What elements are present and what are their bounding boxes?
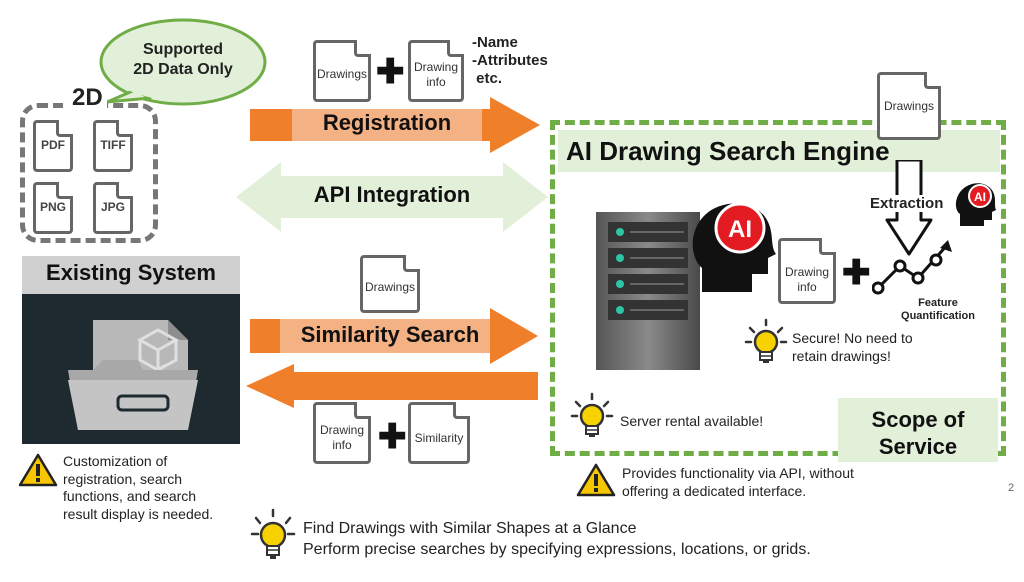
engine-title: AI Drawing Search Engine	[566, 136, 890, 166]
scope-line2: Service	[878, 434, 958, 459]
attributes-list: -Name -Attributes etc.	[472, 34, 548, 88]
png-file-icon: PNG	[33, 182, 73, 234]
lightbulb-icon	[744, 318, 788, 363]
ai-head-small-icon: AI	[955, 183, 996, 226]
existing-note-line2: registration, search	[63, 470, 183, 487]
existing-note-line1: Customization of	[63, 453, 168, 469]
existing-system-note: Customization of registration, search fu…	[63, 453, 213, 523]
api-note-line1: Provides functionality via API, without	[622, 465, 854, 481]
results-return-arrow	[246, 364, 538, 408]
drawing-info-line2: info	[426, 75, 446, 89]
existing-system-panel: Existing System	[22, 256, 240, 444]
feature-quantification-label: Feature Quantification	[890, 297, 986, 323]
attr-name: -Name	[472, 34, 518, 51]
bottom-summary: Find Drawings with Similar Shapes at a G…	[303, 518, 811, 560]
plus-icon: ✚	[842, 254, 871, 292]
registration-label: Registration	[322, 110, 452, 135]
pdf-file-icon: PDF	[33, 120, 73, 172]
lightbulb-icon	[570, 392, 614, 437]
speech-bubble-line1: Supported	[143, 41, 223, 58]
engine-drawing-info-line2: info	[797, 280, 817, 294]
plus-icon: ✚	[378, 418, 407, 456]
api-integration-label: API Integration	[313, 182, 471, 207]
feature-graph-icon	[872, 240, 952, 295]
engine-drawings-doc-icon: Drawings	[877, 72, 941, 140]
2d-title: 2D	[68, 84, 107, 112]
similarity-doc-label: Similarity	[414, 431, 464, 445]
api-integration-arrow	[236, 162, 548, 232]
drawings-doc-label: Drawings	[316, 67, 367, 81]
ai-head-icon: AI	[692, 202, 776, 292]
jpg-label: JPG	[100, 200, 125, 214]
result-drawing-info-line1: Drawing	[319, 423, 364, 437]
page-number: 2	[1008, 482, 1015, 494]
similarity-search-label: Similarity Search	[300, 322, 480, 347]
api-note: Provides functionality via API, without …	[622, 465, 854, 500]
server-icon	[596, 212, 700, 370]
extraction-label: Extraction	[868, 195, 946, 212]
existing-note-line4: result display is needed.	[63, 505, 214, 522]
drawing-info-line1: Drawing	[413, 60, 458, 74]
attr-attributes: -Attributes	[472, 52, 548, 69]
pdf-label: PDF	[41, 138, 65, 152]
png-label: PNG	[39, 200, 66, 214]
search-drawings-doc-icon: Drawings	[360, 255, 420, 313]
secure-line1: Secure! No need to	[792, 330, 913, 346]
scope-line1: Scope of	[871, 407, 965, 432]
existing-system-title: Existing System	[46, 260, 216, 285]
engine-drawings-label: Drawings	[883, 99, 934, 113]
registration-arrow	[250, 97, 540, 153]
result-drawing-info-line2: info	[332, 438, 352, 452]
tiff-label: TIFF	[100, 138, 126, 152]
lightbulb-icon	[250, 508, 296, 559]
speech-bubble	[99, 18, 267, 106]
similarity-search-arrow	[250, 308, 538, 364]
bottom-line2: Perform precise searches by specifying e…	[303, 541, 811, 558]
tiff-file-icon: TIFF	[93, 120, 133, 172]
server-rental-note: Server rental available!	[620, 413, 764, 429]
attr-etc: etc.	[472, 70, 503, 87]
warning-icon	[576, 463, 616, 497]
ai-small-badge-text: AI	[974, 190, 986, 204]
jpg-file-icon: JPG	[93, 182, 133, 234]
speech-bubble-text: Supported 2D Data Only	[113, 40, 253, 80]
secure-line2: retain drawings!	[792, 347, 891, 364]
ai-badge-text: AI	[728, 216, 752, 243]
scope-of-service-label: Scope of Service	[838, 406, 998, 460]
speech-bubble-line2: 2D Data Only	[133, 61, 233, 78]
feature-line2: Quantification	[901, 310, 975, 322]
api-note-line2: offering a dedicated interface.	[622, 482, 807, 499]
drawings-doc-icon: Drawings	[313, 40, 371, 102]
folder-drawing-icon	[68, 320, 198, 430]
secure-note: Secure! No need to retain drawings!	[792, 330, 913, 365]
feature-line1: Feature	[918, 297, 958, 309]
engine-drawing-info-line1: Drawing	[784, 265, 829, 279]
bottom-line1: Find Drawings with Similar Shapes at a G…	[303, 520, 637, 537]
similarity-doc-icon: Similarity	[408, 402, 470, 464]
search-drawings-label: Drawings	[364, 280, 415, 294]
plus-icon: ✚	[376, 53, 405, 91]
warning-icon	[18, 453, 58, 487]
scope-of-service-box	[838, 398, 998, 462]
existing-note-line3: functions, and search	[63, 488, 197, 504]
engine-boundary	[550, 120, 1006, 456]
